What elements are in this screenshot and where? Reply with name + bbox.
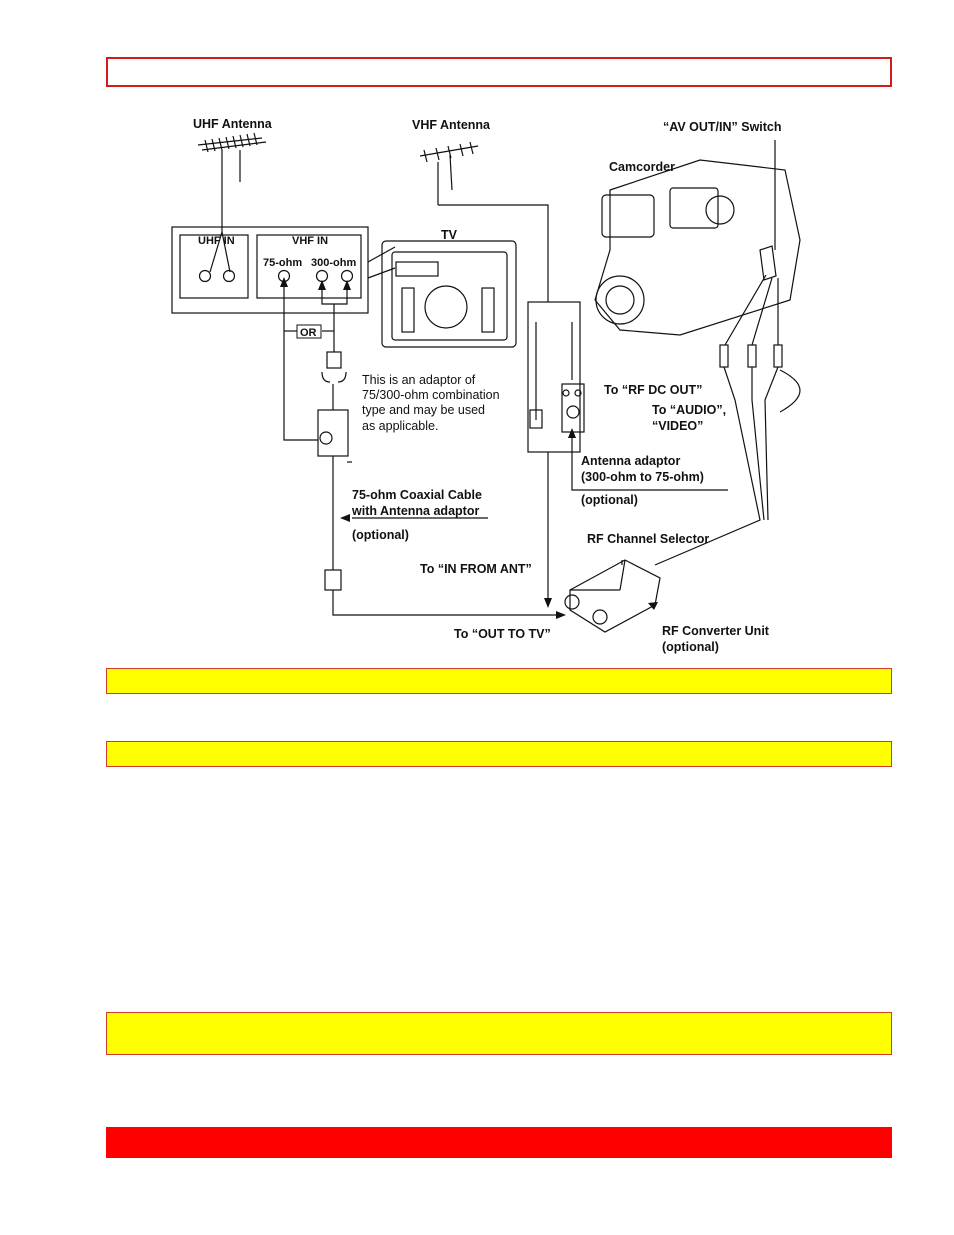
uhf-in-label: UHF IN	[198, 235, 235, 247]
arrowheads	[280, 277, 658, 619]
top-title-bar	[106, 57, 892, 87]
vhf-antenna-label: VHF Antenna	[412, 118, 491, 132]
video-label: “VIDEO”	[652, 419, 703, 433]
camcorder-icon	[594, 159, 801, 336]
rf-converter-label: RF Converter Unit	[662, 624, 770, 638]
coax-cable-optional: (optional)	[352, 528, 409, 542]
rf-converter-optional: (optional)	[662, 640, 719, 654]
adaptor-note-line-2: 75/300-ohm combination	[362, 388, 500, 402]
connection-diagram: UHF Antenna VHF Antenna “AV OUT/IN” Swit…	[171, 117, 801, 654]
antenna-adaptor-label: Antenna adaptor	[581, 454, 680, 468]
camcorder-label: Camcorder	[609, 160, 675, 174]
vhf-in-label: VHF IN	[292, 235, 328, 247]
ohm300-label: 300-ohm	[311, 257, 356, 269]
rf-channel-selector-label: RF Channel Selector	[587, 532, 709, 546]
antenna-adaptor-optional: (optional)	[581, 493, 638, 507]
in-from-ant-label: To “IN FROM ANT”	[420, 562, 532, 576]
or-label: OR	[300, 327, 317, 339]
coax-cable-label: 75-ohm Coaxial Cable	[352, 488, 482, 502]
highlight-bar-1	[106, 668, 892, 694]
highlight-bar-3	[106, 1012, 892, 1055]
av-switch-label: “AV OUT/IN” Switch	[663, 120, 782, 134]
adaptor-note-line-4: as applicable.	[362, 419, 438, 433]
adaptor-note-line-3: type and may be used	[362, 403, 485, 417]
rf-converter-unit-icon	[564, 559, 661, 633]
uhf-antenna-label: UHF Antenna	[193, 117, 273, 131]
highlight-bar-2	[106, 741, 892, 767]
rf-dc-out-label: To “RF DC OUT”	[604, 383, 702, 397]
ohm75-label: 75-ohm	[263, 257, 302, 269]
uhf-antenna-icon	[197, 132, 267, 232]
av-cables	[347, 140, 801, 566]
or-connector-lines	[283, 282, 563, 616]
vhf-antenna-icon	[419, 141, 549, 302]
out-to-tv-label: To “OUT TO TV”	[454, 627, 551, 641]
tv-label: TV	[441, 228, 458, 242]
coax-cable-adaptor-label: with Antenna adaptor	[351, 504, 479, 518]
audio-label: To “AUDIO”,	[652, 403, 726, 417]
antenna-adaptor-icon	[527, 301, 728, 605]
red-banner-bar	[106, 1127, 892, 1158]
tv-icon	[381, 240, 517, 348]
adaptor-note-line-1: This is an adaptor of	[362, 373, 476, 387]
antenna-adaptor-spec: (300-ohm to 75-ohm)	[581, 470, 704, 484]
